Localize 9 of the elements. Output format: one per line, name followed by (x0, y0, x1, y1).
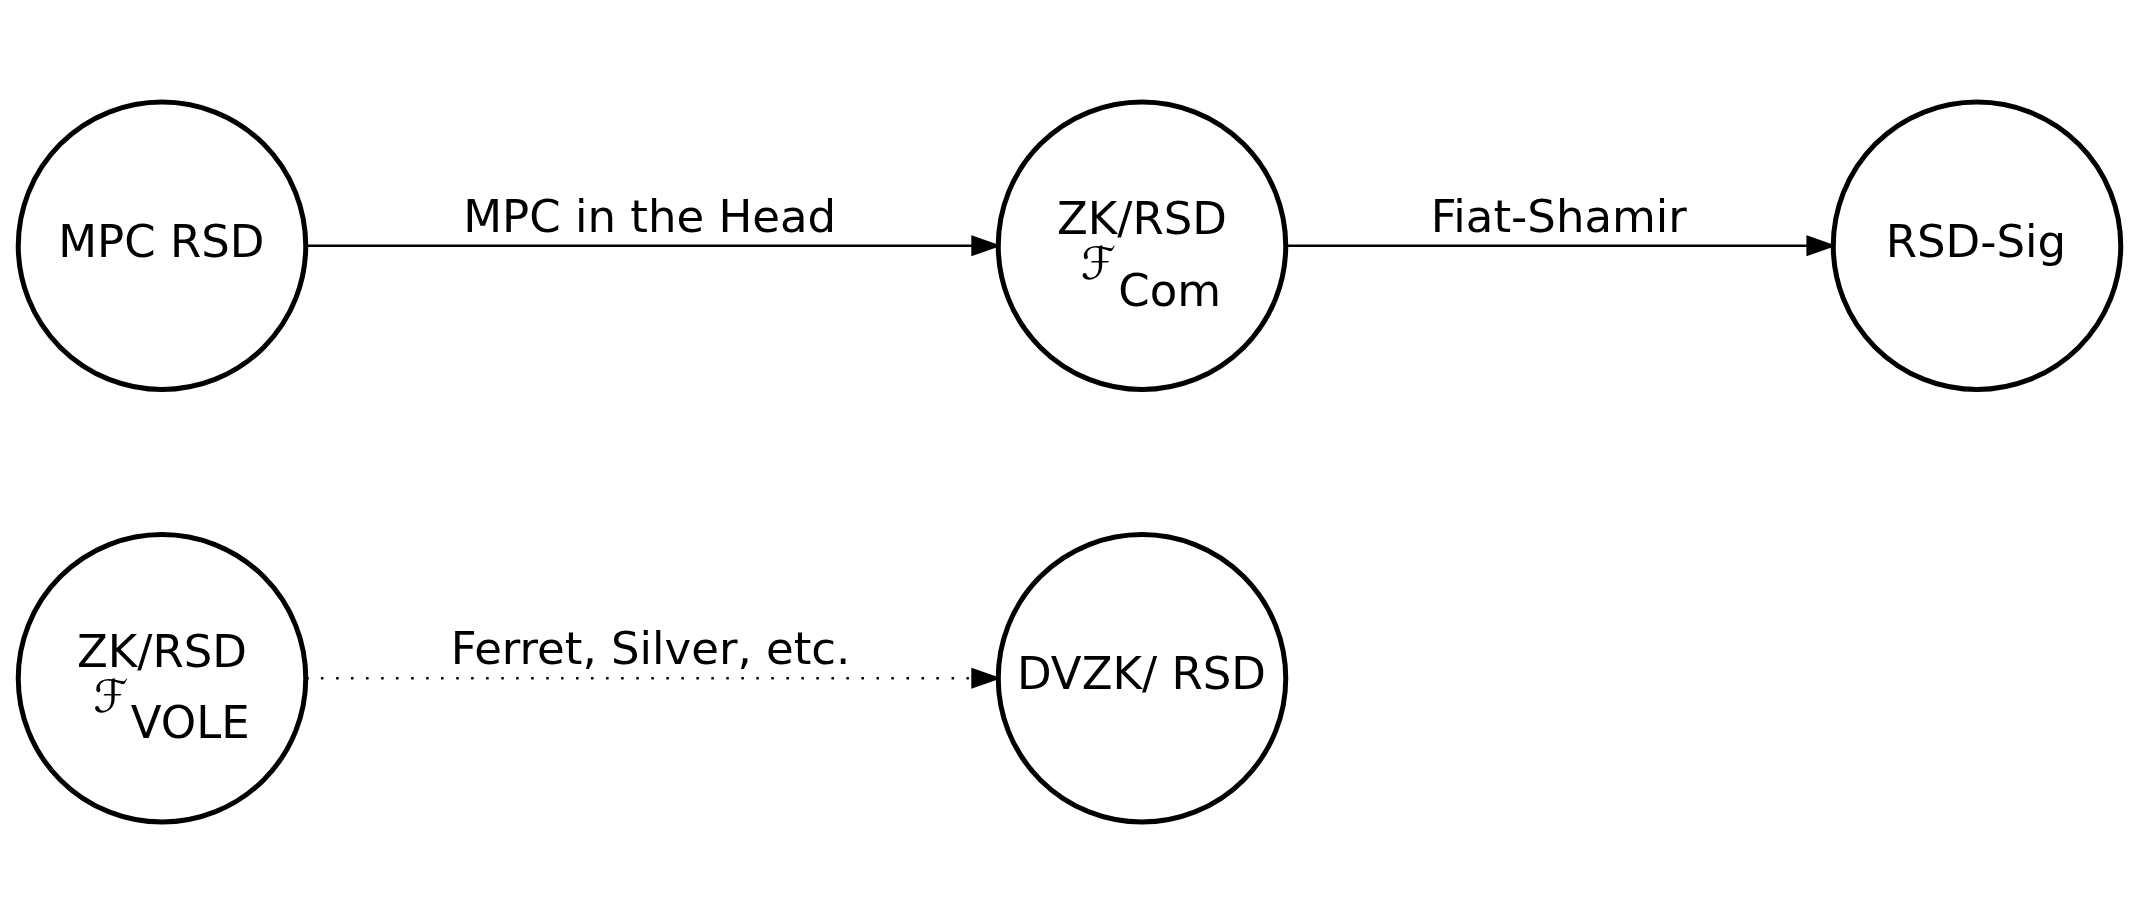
node-circle: RSD-Sig (1830, 99, 2124, 392)
edge-label: MPC in the Head (463, 189, 837, 243)
arrow (306, 234, 1002, 256)
edge-label: Ferret, Silver, etc. (450, 621, 851, 675)
node-circle: MPC RSD (15, 99, 309, 392)
node-circle: DVZK/ RSD (995, 531, 1289, 824)
edge-label: Fiat-Shamir (1430, 189, 1687, 243)
arrow (306, 667, 1002, 689)
arrow (1286, 234, 1837, 256)
